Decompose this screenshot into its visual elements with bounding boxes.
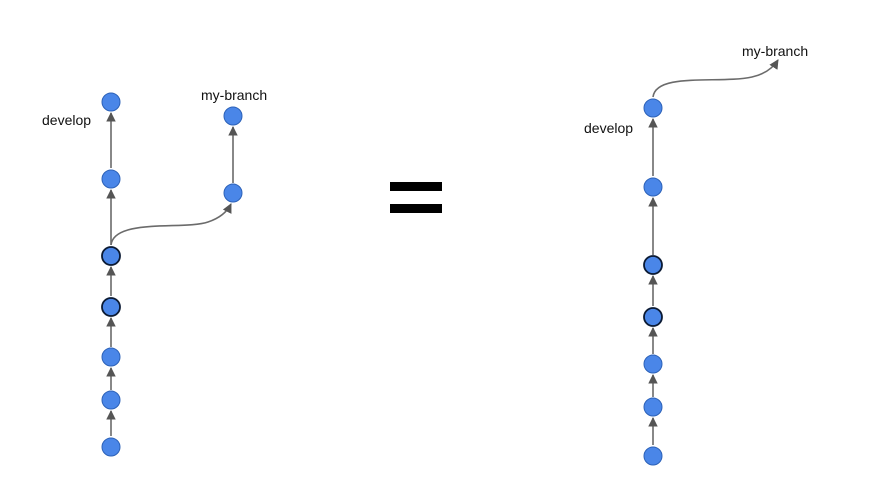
left-branch-commit-2 [223, 106, 243, 126]
left-graph: develop my-branch [42, 87, 267, 457]
left-develop-commit-7 [101, 92, 121, 112]
right-edges [648, 59, 779, 445]
equals-bar-top [390, 182, 442, 191]
left-develop-commit-6 [101, 169, 121, 189]
right-develop-commit-2 [643, 397, 663, 417]
equals-bar-bottom [390, 204, 442, 213]
left-develop-commit-3 [101, 347, 121, 367]
equals-sign [390, 182, 442, 213]
right-graph: develop my-branch [584, 43, 808, 466]
right-edge-branch-pointer [652, 59, 779, 98]
left-develop-commit-2 [101, 390, 121, 410]
left-edge-branch-fork [110, 203, 232, 246]
left-develop-commit-1 [101, 437, 121, 457]
left-develop-commit-5 [101, 246, 121, 266]
left-branch-label: my-branch [201, 87, 267, 103]
right-develop-commit-4 [643, 307, 663, 327]
left-develop-commit-4 [101, 297, 121, 317]
right-develop-commit-5 [643, 255, 663, 275]
left-branch-commit-1 [223, 183, 243, 203]
right-develop-commit-6 [643, 177, 663, 197]
right-develop-commit-3 [643, 354, 663, 374]
right-develop-commit-7 [643, 98, 663, 118]
right-branch-label: my-branch [742, 43, 808, 59]
right-develop-label: develop [584, 120, 633, 136]
left-commits [101, 92, 243, 457]
right-commits [643, 98, 663, 466]
right-develop-commit-1 [643, 446, 663, 466]
left-develop-label: develop [42, 112, 91, 128]
left-edges [106, 112, 238, 436]
